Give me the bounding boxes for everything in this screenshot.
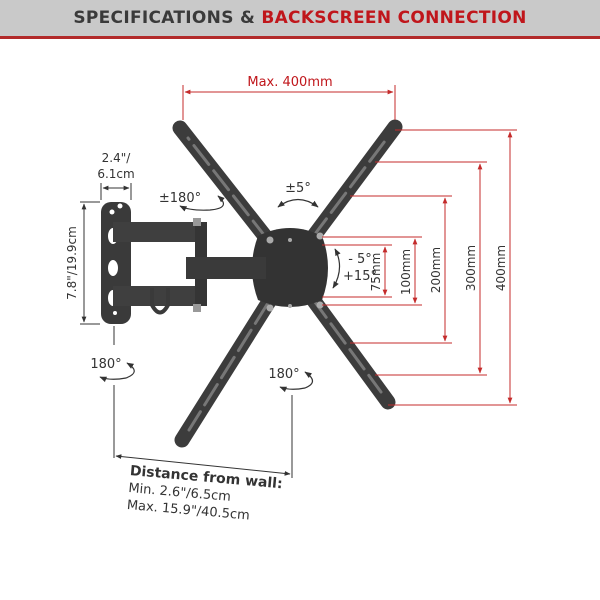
swivel-arm-rotation-arrow-icon	[179, 195, 225, 212]
center-plate	[252, 228, 328, 307]
vesa-200-label: 200mm	[429, 247, 443, 293]
tilt-label-line1: - 5°	[348, 252, 372, 267]
wall-plate-width-line2: 6.1cm	[97, 167, 134, 181]
level-rotation-arrow-icon	[277, 198, 319, 208]
tilt-rotation-arrow-icon	[332, 248, 341, 289]
dimension-lines	[182, 85, 517, 406]
distance-max: Max. 15.9"/40.5cm	[126, 498, 250, 524]
tv-bracket	[172, 119, 403, 448]
header-title-part2: BACKSCREEN CONNECTION	[261, 8, 527, 28]
wall-swivel-label: 180°	[90, 357, 121, 372]
header-title-part1: SPECIFICATIONS &	[73, 8, 262, 28]
level-adjust-label: ±5°	[285, 181, 311, 196]
vesa-100-label: 100mm	[399, 249, 413, 295]
swivel-arm-label: ±180°	[159, 191, 201, 206]
head-swivel-rotation-arrow-icon	[279, 371, 314, 393]
tilt-label-line2: +15°	[343, 269, 377, 284]
vesa-75-label: 75mm	[369, 253, 383, 292]
wall-plate-dimension-lines	[80, 183, 293, 478]
header-banner: SPECIFICATIONS & BACKSCREEN CONNECTION	[0, 0, 600, 39]
distance-from-wall-block: Distance from wall: Min. 2.6"/6.5cm Max.…	[126, 463, 283, 524]
vesa-400-label: 400mm	[494, 245, 508, 291]
head-swivel-label: 180°	[268, 367, 299, 382]
wall-plate-height-label: 7.8"/19.9cm	[65, 226, 79, 300]
articulating-arm	[101, 202, 266, 324]
vesa-300-label: 300mm	[464, 245, 478, 291]
max-width-label: Max. 400mm	[247, 75, 332, 90]
wall-plate-width-line1: 2.4"/	[102, 151, 132, 165]
bolts	[266, 232, 324, 312]
wall-swivel-rotation-arrow-icon	[99, 362, 135, 383]
